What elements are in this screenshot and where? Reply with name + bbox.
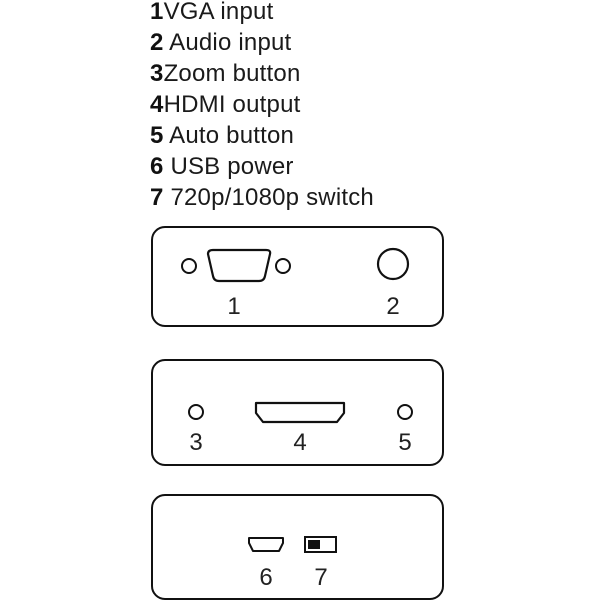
rear-panel: 3 4 5 — [151, 359, 444, 466]
legend-label: Zoom button — [163, 60, 301, 87]
legend-label: USB power — [170, 153, 294, 180]
front-panel: 1 2 — [151, 226, 444, 327]
switch-toggle-knob — [308, 540, 320, 549]
side-panel: 6 7 — [151, 494, 444, 600]
port-label-zoom: 3 — [189, 429, 203, 456]
legend: 1VGA input 2 Audio input 3Zoom button 4H… — [150, 0, 374, 213]
zoom-button-icon — [188, 404, 204, 420]
legend-label: Audio input — [169, 29, 292, 56]
hdmi-port-icon — [254, 401, 346, 424]
legend-number: 5 — [150, 122, 164, 149]
side-panel-drawing — [248, 536, 337, 553]
legend-item-zoom: 3Zoom button — [150, 58, 374, 89]
legend-item-usb: 6 USB power — [150, 151, 374, 182]
audio-jack-icon — [376, 247, 410, 281]
port-label-hdmi: 4 — [293, 429, 307, 456]
rear-panel-drawing — [188, 401, 413, 424]
vga-port-icon — [206, 248, 272, 283]
legend-label: Auto button — [169, 122, 295, 149]
legend-label: HDMI output — [163, 91, 301, 118]
port-label-auto: 5 — [398, 429, 412, 456]
legend-label: 720p/1080p switch — [170, 184, 374, 211]
port-label-usb: 6 — [259, 564, 273, 591]
port-label-audio: 2 — [386, 293, 400, 320]
legend-label: VGA input — [163, 0, 274, 25]
vga-screw-right-icon — [275, 258, 291, 274]
legend-number: 1 — [150, 0, 164, 25]
front-panel-drawing — [181, 247, 410, 283]
port-label-switch: 7 — [314, 564, 328, 591]
legend-number: 7 — [150, 184, 164, 211]
resolution-switch-icon — [304, 536, 337, 553]
legend-number: 2 — [150, 29, 164, 56]
legend-item-switch: 7 720p/1080p switch — [150, 182, 374, 213]
legend-item-vga: 1VGA input — [150, 0, 374, 27]
legend-item-auto: 5 Auto button — [150, 120, 374, 151]
auto-button-icon — [397, 404, 413, 420]
port-label-vga: 1 — [227, 293, 241, 320]
legend-number: 6 — [150, 153, 164, 180]
micro-usb-port-icon — [248, 537, 284, 552]
legend-item-hdmi: 4HDMI output — [150, 89, 374, 120]
legend-item-audio: 2 Audio input — [150, 27, 374, 58]
legend-number: 4 — [150, 91, 164, 118]
vga-screw-left-icon — [181, 258, 197, 274]
legend-number: 3 — [150, 60, 164, 87]
